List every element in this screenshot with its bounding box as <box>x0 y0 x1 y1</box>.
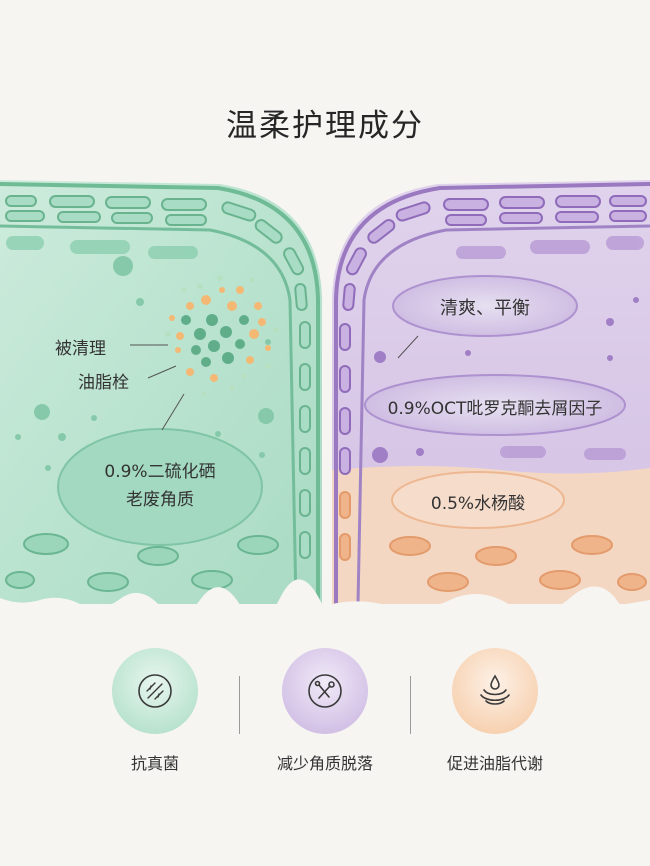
left-ingredient-oval <box>57 428 263 546</box>
divider-2 <box>410 676 411 734</box>
feature-label-flake-reduction: 减少角质脱落 <box>276 754 373 773</box>
divider-1 <box>239 676 240 734</box>
right-oct-label: 0.9%OCT吡罗克酮去屑因子 <box>387 399 603 419</box>
right-oct-oval <box>364 374 626 436</box>
feature-flake-reduction: 减少角质脱落 <box>270 648 380 774</box>
oil-plug-cluster <box>165 275 279 397</box>
ingredient-keratin: 老废角质 <box>126 490 194 510</box>
flake-reduction-icon <box>282 648 368 734</box>
right-sa-label: 0.5%水杨酸 <box>430 494 526 514</box>
right-effect-label: 清爽、平衡 <box>440 298 530 319</box>
antifungal-icon <box>112 648 198 734</box>
feature-oil-metabolism: 促进油脂代谢 <box>440 648 550 774</box>
leader-line-effect <box>397 335 419 359</box>
left-ingredient-text: 0.9%二硫化硒 老废角质 <box>60 458 260 514</box>
label-oil-plug: 油脂栓 <box>78 373 129 393</box>
right-sa-oval <box>391 471 565 529</box>
left-cell-panel <box>0 180 322 605</box>
feature-antifungal: 抗真菌 <box>100 648 210 774</box>
feature-label-oil-metabolism: 促进油脂代谢 <box>446 754 543 773</box>
right-cell-panel <box>332 180 650 605</box>
feature-label-antifungal: 抗真菌 <box>130 754 179 773</box>
ingredient-selenium: 0.9%二硫化硒 <box>104 462 216 482</box>
leader-line-plug <box>147 365 177 379</box>
label-cleaned: 被清理 <box>55 339 106 359</box>
page-title: 温柔护理成分 <box>226 108 424 144</box>
leader-line-selenium <box>161 393 185 431</box>
right-effect-oval <box>392 275 578 337</box>
oil-metabolism-icon <box>452 648 538 734</box>
